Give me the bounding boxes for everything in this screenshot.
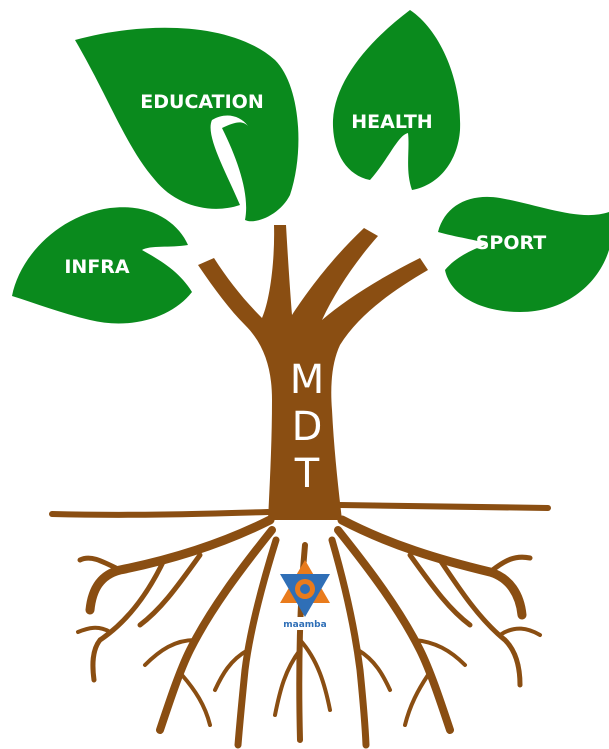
root-center-b <box>298 638 332 712</box>
root-left-2a <box>143 638 197 667</box>
root-right-1a <box>487 554 533 575</box>
root-left-1c <box>76 625 112 634</box>
root-left-3a <box>213 648 250 692</box>
root-right-2b <box>403 673 430 727</box>
root-left-4 <box>137 552 203 628</box>
root-left-1b <box>90 555 168 683</box>
root-left-2 <box>156 526 276 734</box>
root-left-long <box>49 509 271 518</box>
logo-brand-text: maamba <box>283 620 326 630</box>
root-right-1c <box>498 626 542 637</box>
root-right-4 <box>407 552 473 628</box>
trunk-letter-m: M <box>290 357 325 403</box>
leaf-label-sport: SPORT <box>476 232 547 254</box>
leaf-label-health: HEALTH <box>351 111 432 133</box>
leaf-education <box>75 27 299 222</box>
logo-text-bg <box>283 617 327 630</box>
root-right-1b <box>437 557 523 688</box>
trunk-letter-d: D <box>292 404 323 450</box>
root-right-long <box>337 502 551 511</box>
root-right-2a <box>413 638 467 667</box>
root-left-1a <box>77 555 123 573</box>
root-right-3a <box>356 648 392 692</box>
root-right-3 <box>328 536 370 749</box>
root-left-2b <box>180 673 212 727</box>
root-left-3 <box>234 536 280 749</box>
leaf-label-education: EDUCATION <box>140 91 263 113</box>
maamba-logo: maamba <box>280 560 330 630</box>
logo-center-inner-icon <box>300 584 310 594</box>
roots <box>49 502 551 749</box>
root-right-1 <box>337 515 527 620</box>
tree-trunk <box>198 225 428 520</box>
trunk-letter-t: T <box>294 451 320 497</box>
root-left-1 <box>85 515 275 615</box>
leaf-sport <box>438 196 609 312</box>
leaf-health <box>332 10 461 190</box>
leaf-infra <box>12 207 192 324</box>
root-center-a <box>273 648 302 717</box>
leaf-label-infra: INFRA <box>64 256 130 278</box>
leaves <box>12 10 609 324</box>
root-right-2 <box>334 526 454 734</box>
